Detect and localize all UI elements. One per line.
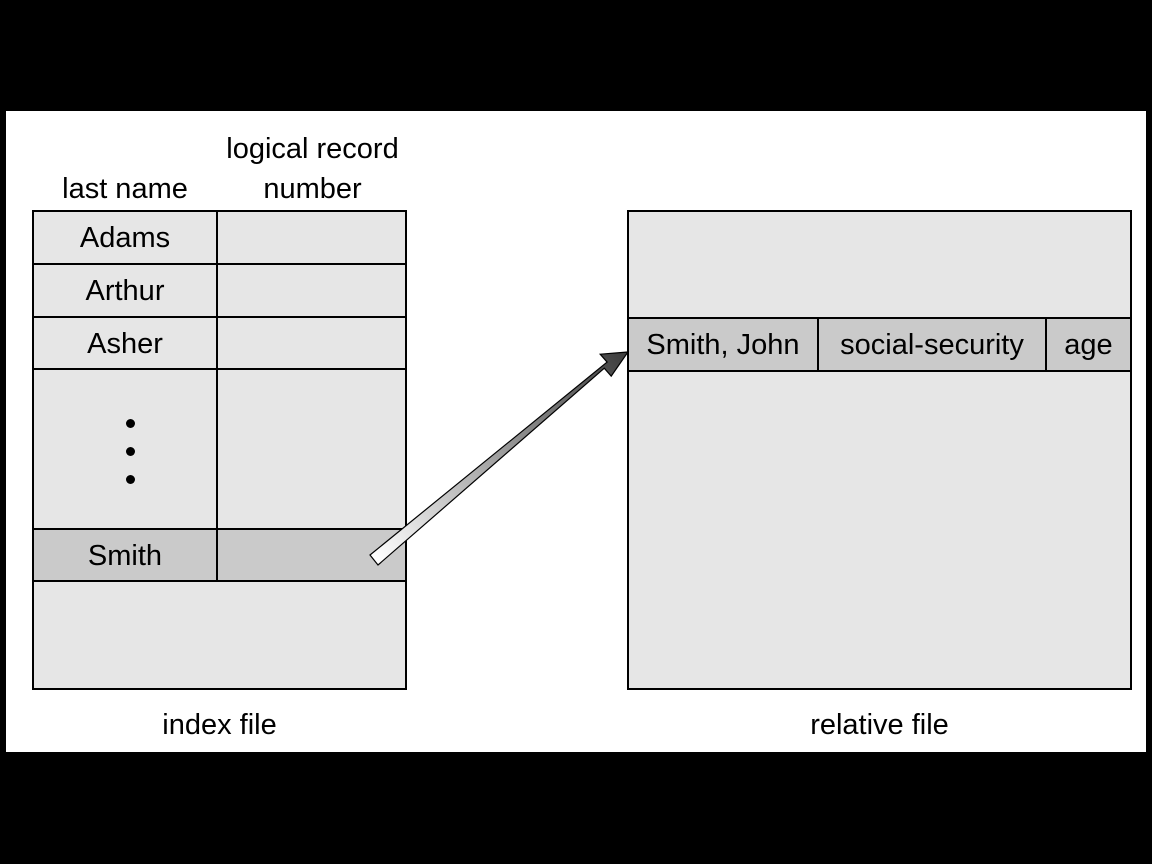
row-divider [34,263,405,265]
pointer-arrow [369,351,630,566]
record-bottom-line [629,370,1130,372]
index-row-label: Adams [79,222,171,254]
relative-file-box: Smith, John social-security age [627,210,1132,690]
row-divider [34,528,405,530]
smith-row-highlight [34,530,405,582]
row-divider [34,316,405,318]
header-logical-record-line1: logical record [226,133,399,165]
index-row-label: Smith [87,539,163,572]
header-logical-record-line2: number [263,173,362,205]
ellipsis-dot [126,447,135,456]
field-divider [1045,319,1047,370]
index-file-table: Adams Arthur Asher Smith [32,210,407,690]
record-field-age: age [1064,328,1113,361]
ellipsis-dot [126,475,135,484]
index-file-caption: index file [162,709,277,741]
relative-file-caption: relative file [810,709,949,741]
header-last-name: last name [62,173,188,205]
record-top-line [629,317,1130,319]
record-field-name: Smith, John [646,328,800,361]
field-divider [817,319,819,370]
index-row-label: Arthur [85,275,165,307]
ellipsis-dot [126,419,135,428]
diagram-canvas: logical record number last name Adams Ar… [6,111,1146,752]
column-divider [216,212,218,582]
record-field-ssn: social-security [840,328,1024,361]
row-divider [34,368,405,370]
row-divider [34,580,405,582]
arrow-shape [369,351,630,566]
index-row-label: Asher [87,327,163,360]
